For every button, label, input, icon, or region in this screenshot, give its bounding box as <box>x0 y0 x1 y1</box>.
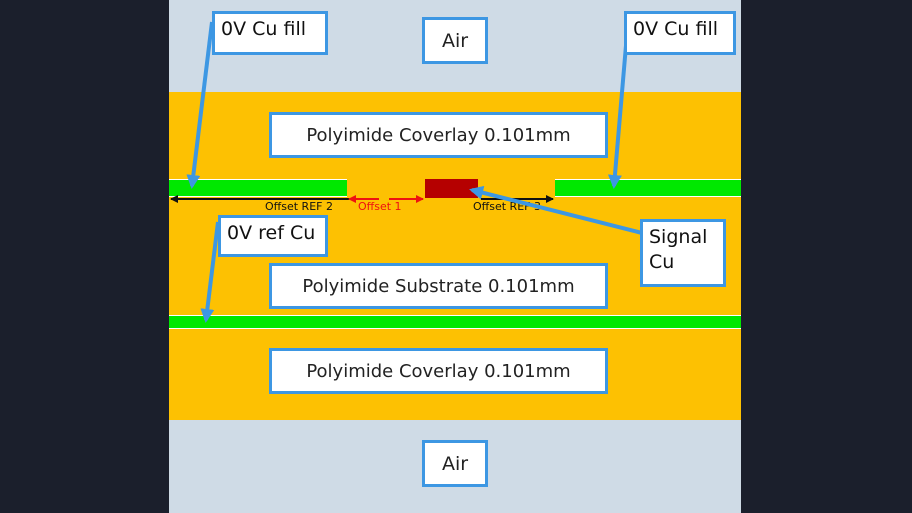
air-bottom-label: Air <box>422 440 488 487</box>
callout-signal-line1: Signal <box>649 226 708 248</box>
callout-cu-fill-right: 0V Cu fill <box>624 11 736 55</box>
cu-fill-left <box>169 179 347 197</box>
callout-cu-fill-left: 0V Cu fill <box>212 11 328 55</box>
coverlay-top-label: Polyimide Coverlay 0.101mm <box>269 112 608 158</box>
substrate-label: Polyimide Substrate 0.101mm <box>269 263 608 309</box>
arrow-fill-left <box>186 21 214 189</box>
arrow-signal-cu <box>469 185 643 235</box>
offset1-label: Offset 1 <box>358 200 402 213</box>
ref-copper-plane <box>169 315 741 329</box>
offset-ref2-label: Offset REF 2 <box>265 200 333 213</box>
air-top-label: Air <box>422 17 488 64</box>
callout-signal-line2: Cu <box>649 250 675 273</box>
dimension-overlay <box>170 195 554 203</box>
signal-copper-trace <box>425 179 478 198</box>
coverlay-bottom-label: Polyimide Coverlay 0.101mm <box>269 348 608 394</box>
callout-ref-cu: 0V ref Cu <box>218 215 328 257</box>
callout-signal-cu: Signal Cu <box>640 219 726 287</box>
arrow-ref-cu <box>200 221 220 323</box>
cu-fill-right <box>555 179 741 197</box>
